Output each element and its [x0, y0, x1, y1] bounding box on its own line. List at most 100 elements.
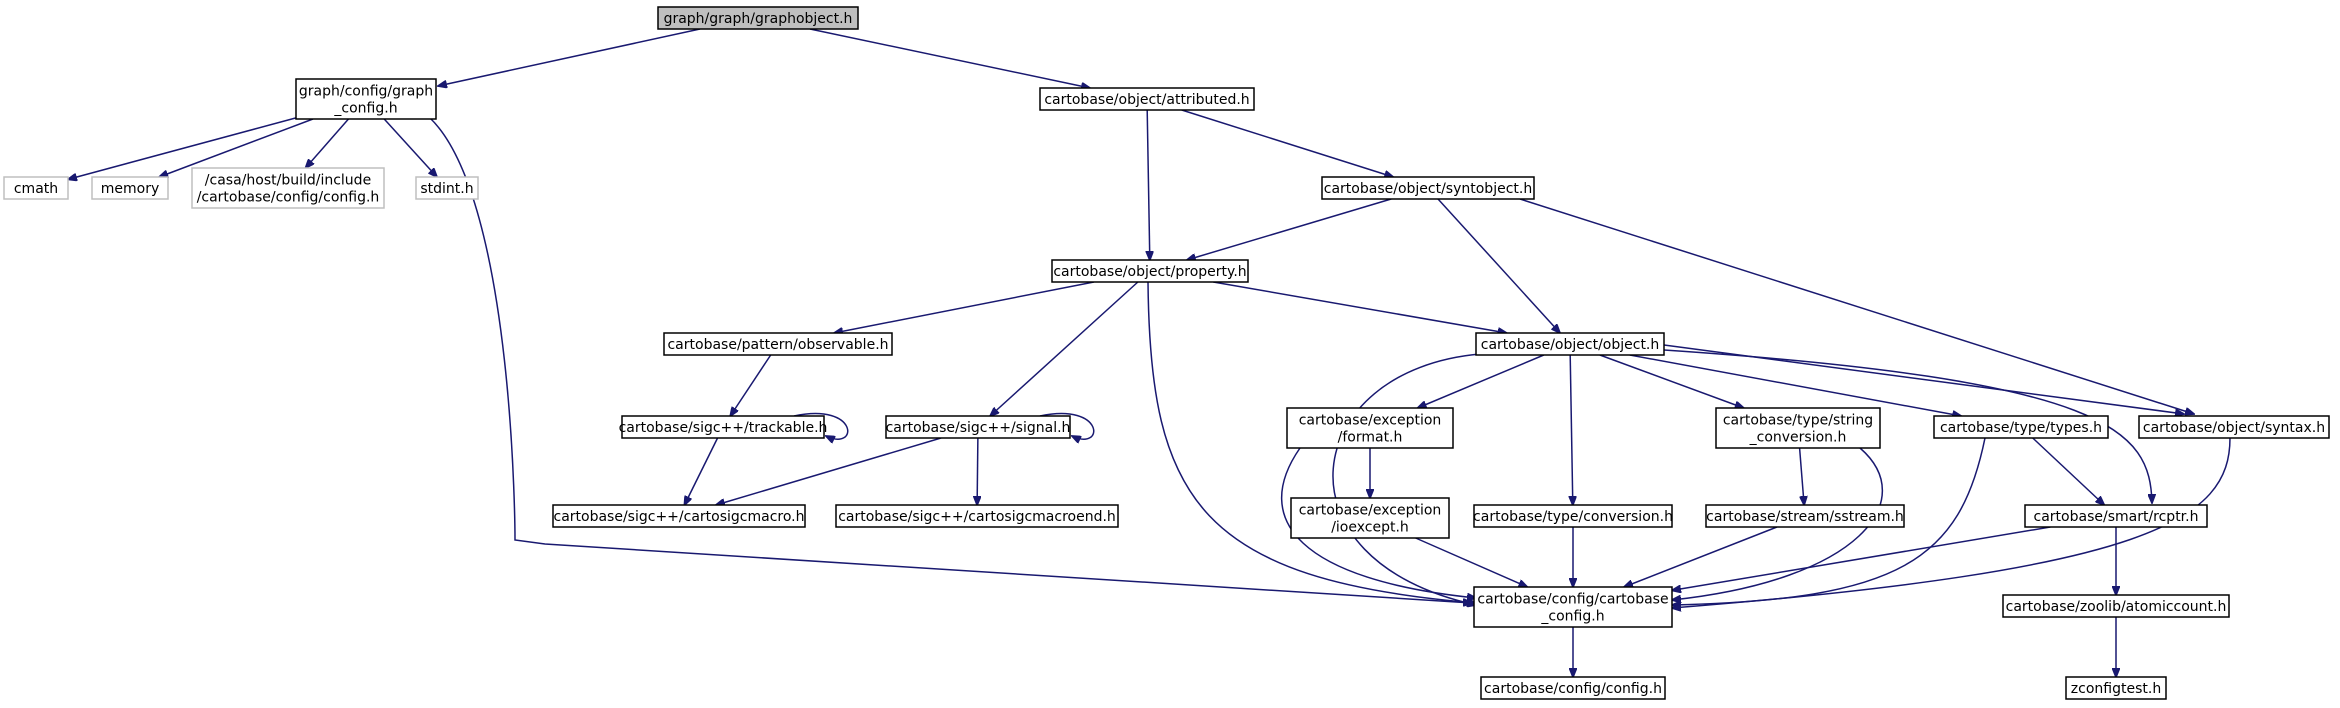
graph-node-cartobase-config[interactable]: cartobase/config/cartobase_config.h: [1473, 586, 1673, 628]
dependency-edge: [834, 281, 1095, 333]
graph-node-cartosigcmacro[interactable]: cartobase/sigc++/cartosigcmacro.h: [552, 504, 806, 528]
dependency-edge: [383, 118, 437, 177]
node-box: [663, 332, 893, 356]
graph-node-rcptr[interactable]: cartobase/smart/rcptr.h: [2024, 504, 2208, 528]
nodes-layer: graph/graph/graphobject.h graph/config/gr…: [3, 6, 2330, 700]
node-label: cartobase/sigc++/trackable.h: [619, 420, 828, 436]
node-label: cartobase/stream/sstream.h: [1706, 509, 1904, 525]
dependency-edge: [1181, 109, 1394, 177]
dependency-edge: [1519, 198, 2194, 414]
graph-node-zconfigtest[interactable]: zconfigtest.h: [2065, 676, 2167, 700]
dependency-edge: [1039, 412, 1095, 439]
dependency-edge: [1570, 354, 1573, 505]
graph-node-ioexcept[interactable]: cartobase/exception/ioexcept.h: [1290, 497, 1450, 539]
dependency-edge: [429, 117, 1472, 603]
node-label: cmath: [14, 181, 58, 197]
node-label: /casa/host/build/include: [205, 173, 371, 189]
node-label: _config.h: [1540, 609, 1604, 625]
dependency-edge: [1415, 537, 1528, 587]
dependency-edge: [684, 437, 719, 505]
node-label: /format.h: [1338, 430, 1403, 446]
graph-node-atomiccount[interactable]: cartobase/zoolib/atomiccount.h: [2002, 594, 2230, 618]
dependency-edge: [1663, 349, 2152, 503]
node-label: cartobase/exception: [1299, 503, 1442, 519]
node-label: cartobase/config/cartobase: [1477, 592, 1668, 608]
dependency-edge: [1672, 526, 2051, 590]
node-box: [2065, 676, 2167, 700]
node-label: cartobase/sigc++/cartosigcmacro.h: [554, 509, 805, 525]
node-label: cartobase/type/conversion.h: [1473, 509, 1673, 525]
graph-node-config[interactable]: cartobase/config/config.h: [1480, 676, 1666, 700]
dependency-edge: [716, 437, 942, 505]
node-box: [1290, 497, 1450, 539]
dependency-edge: [990, 281, 1139, 416]
node-box: [1473, 586, 1673, 628]
graph-node-format[interactable]: cartobase/exception/format.h: [1286, 407, 1454, 449]
dependency-edge: [1798, 447, 1805, 505]
graph-node-types[interactable]: cartobase/type/types.h: [1933, 415, 2109, 439]
node-label: cartobase/exception: [1299, 413, 1442, 429]
node-box: [2024, 504, 2208, 528]
graph-node-signal[interactable]: cartobase/sigc++/signal.h: [885, 415, 1071, 439]
dependency-edge: [1672, 437, 2231, 608]
graph-node-syntobject[interactable]: cartobase/object/syntobject.h: [1321, 176, 1535, 200]
graph-node-memory: memory: [91, 176, 169, 200]
dependency-edge: [793, 412, 849, 439]
node-label: cartobase/object/syntobject.h: [1324, 181, 1532, 197]
node-label: /cartobase/config/config.h: [197, 190, 380, 206]
dependency-edge: [438, 28, 701, 86]
node-label: cartobase/object/attributed.h: [1044, 92, 1249, 108]
node-box: [885, 415, 1071, 439]
graph-node-cartosigcmacroend[interactable]: cartobase/sigc++/cartosigcmacroend.h: [835, 504, 1119, 528]
node-label: _conversion.h: [1749, 430, 1847, 446]
node-box: [415, 176, 479, 200]
node-label: memory: [101, 181, 160, 197]
graph-node-graphobject[interactable]: graph/graph/graphobject.h: [657, 6, 859, 30]
dependency-edge: [68, 117, 297, 179]
graph-node-attributed[interactable]: cartobase/object/attributed.h: [1039, 87, 1255, 111]
graph-node-property[interactable]: cartobase/object/property.h: [1051, 259, 1249, 283]
node-box: [2002, 594, 2230, 618]
graph-node-observable[interactable]: cartobase/pattern/observable.h: [663, 332, 893, 356]
node-label: cartobase/sigc++/cartosigcmacroend.h: [838, 509, 1116, 525]
node-label: cartobase/object/property.h: [1053, 264, 1246, 280]
dependency-edge: [1418, 354, 1545, 408]
node-label: zconfigtest.h: [2071, 681, 2161, 697]
node-box: [621, 415, 825, 439]
node-box: [295, 78, 437, 120]
node-box: [1051, 259, 1249, 283]
dependency-edge: [1437, 198, 1560, 333]
node-box: [2138, 415, 2330, 439]
node-box: [1039, 87, 1255, 111]
node-label: cartobase/type/types.h: [1940, 420, 2102, 436]
graph-node-object[interactable]: cartobase/object/object.h: [1475, 332, 1665, 356]
graph-node-conversion[interactable]: cartobase/type/conversion.h: [1473, 504, 1673, 528]
node-label: cartobase/type/string: [1723, 413, 1873, 429]
dependency-edge: [306, 118, 350, 168]
node-box: [91, 176, 169, 200]
node-box: [1715, 407, 1881, 449]
dependency-edge: [1624, 526, 1778, 587]
graph-node-sstream[interactable]: cartobase/stream/sstream.h: [1705, 504, 1905, 528]
node-box: [1321, 176, 1535, 200]
node-label: _config.h: [333, 101, 397, 117]
node-label: cartobase/zoolib/atomiccount.h: [2006, 599, 2227, 615]
dependency-edge: [1213, 281, 1506, 333]
dependency-edge: [809, 28, 1090, 88]
node-box: [835, 504, 1119, 528]
node-box: [1480, 676, 1666, 700]
dependency-edge: [1629, 354, 1961, 416]
node-label: cartobase/config/config.h: [1484, 681, 1662, 697]
node-label: /ioexcept.h: [1331, 520, 1409, 536]
dependency-edge: [1599, 354, 1744, 408]
graph-node-graph-config[interactable]: graph/config/graph_config.h: [295, 78, 437, 120]
node-label: graph/graph/graphobject.h: [664, 11, 853, 27]
graph-node-syntax[interactable]: cartobase/object/syntax.h: [2138, 415, 2330, 439]
node-label: cartobase/object/object.h: [1481, 337, 1660, 353]
graph-node-string-conversion[interactable]: cartobase/type/string_conversion.h: [1715, 407, 1881, 449]
dependency-edge: [1147, 109, 1150, 260]
node-box: [191, 167, 385, 209]
node-label: cartobase/pattern/observable.h: [667, 337, 888, 353]
graph-node-trackable[interactable]: cartobase/sigc++/trackable.h: [619, 415, 828, 439]
